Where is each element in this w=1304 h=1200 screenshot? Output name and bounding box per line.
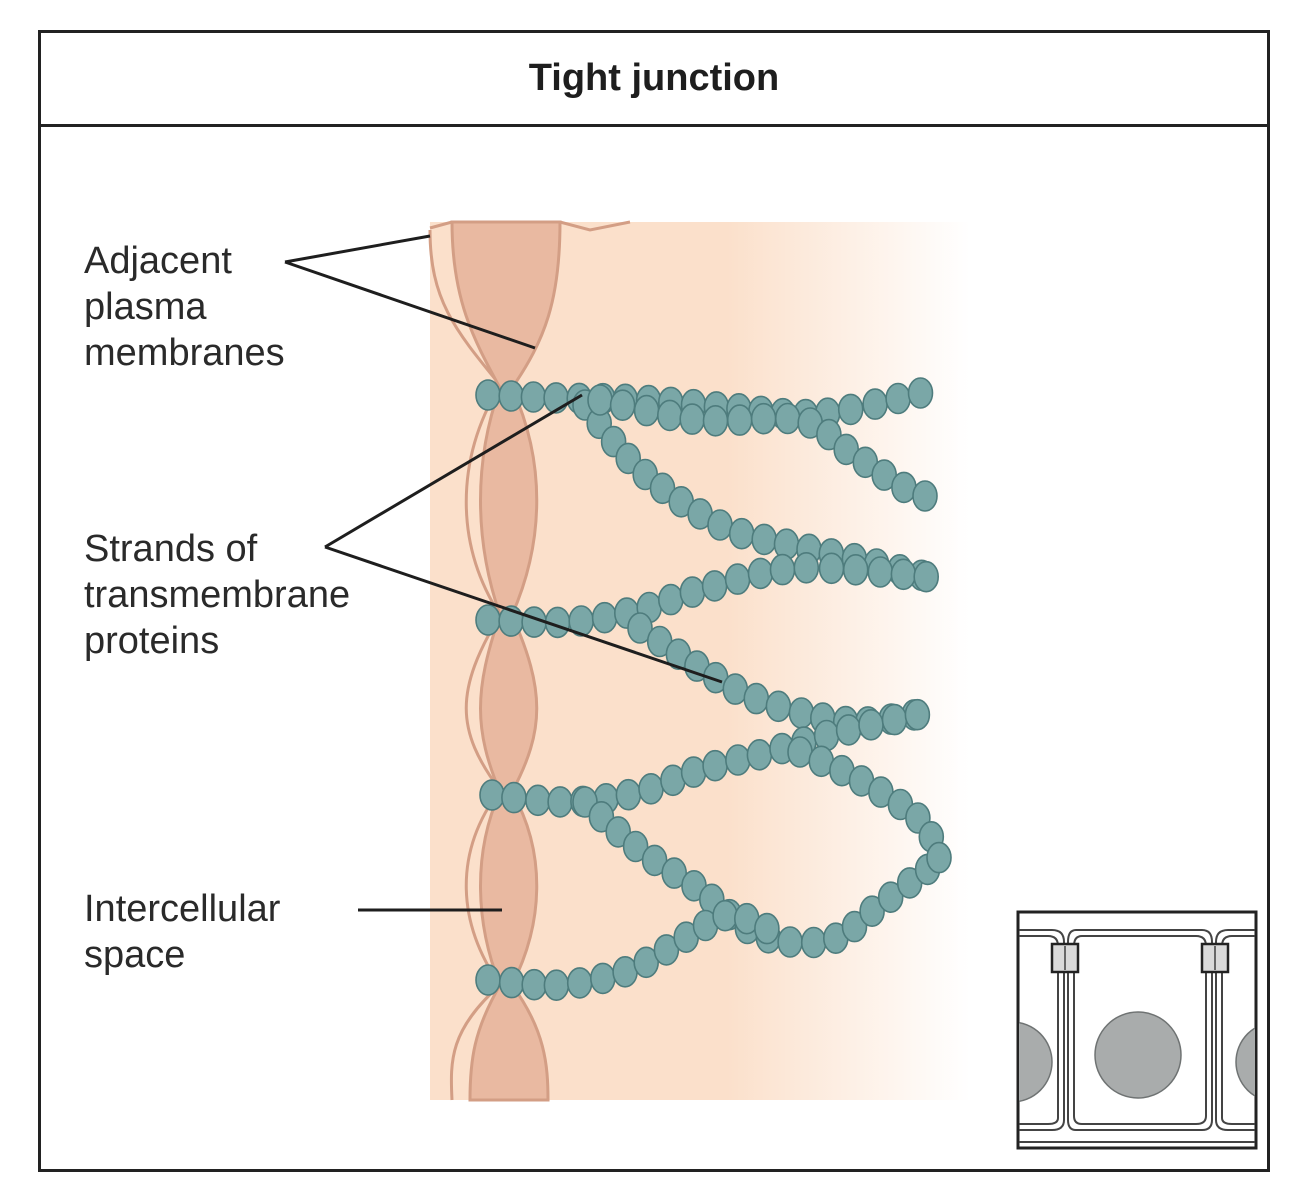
protein-bead: [615, 442, 642, 475]
protein-bead: [746, 738, 773, 771]
protein-bead: [661, 857, 688, 889]
protein-strand: [475, 551, 940, 639]
protein-bead: [653, 934, 680, 966]
protein-bead: [837, 393, 864, 426]
protein-bead: [725, 744, 751, 776]
label-line: transmembrane: [84, 574, 351, 616]
protein-bead: [589, 962, 616, 995]
protein-bead: [475, 604, 501, 636]
protein-bead: [627, 612, 653, 644]
membrane-top-edge: [429, 220, 631, 232]
protein-bead: [765, 690, 792, 723]
protein-bead: [633, 946, 660, 979]
protein-bead: [638, 772, 664, 805]
protein-bead: [609, 389, 636, 422]
protein-bead: [657, 583, 684, 616]
protein-bead: [787, 736, 813, 768]
protein-bead: [769, 553, 796, 586]
protein-bead: [858, 708, 884, 741]
title-bar: Tight junction: [41, 33, 1267, 127]
protein-bead: [750, 402, 777, 435]
label-adjacent-plasma-membranes: Adjacent plasma membranes: [84, 238, 285, 376]
protein-bead: [622, 830, 649, 863]
protein-bead: [724, 563, 751, 595]
protein-bead: [680, 756, 707, 788]
epithelial-cells-icon: [1016, 910, 1258, 1150]
protein-bead: [818, 552, 845, 585]
protein-bead: [656, 399, 683, 432]
protein-bead: [498, 966, 525, 999]
leader-lines: [284, 234, 723, 912]
label-line: Intercellular: [84, 888, 281, 930]
protein-bead: [591, 601, 618, 634]
protein-bead: [841, 910, 868, 943]
protein-bead: [747, 557, 774, 590]
protein-bead: [543, 382, 569, 414]
protein-bead: [774, 402, 801, 435]
protein-bead: [501, 781, 527, 814]
protein-bead: [743, 682, 770, 715]
protein-bead: [835, 714, 862, 746]
protein-bead: [777, 926, 803, 958]
protein-bead: [615, 778, 642, 811]
intercellular-space: [450, 220, 562, 1102]
protein-bead: [543, 969, 570, 1002]
label-line: Adjacent: [84, 240, 232, 282]
figure-title: Tight junction: [528, 57, 780, 99]
protein-bead: [521, 968, 548, 1001]
protein-bead: [475, 964, 501, 996]
protein-bead: [498, 380, 525, 412]
protein-bead: [479, 779, 505, 811]
protein-strands: [475, 370, 970, 1002]
protein-bead: [701, 570, 728, 602]
protein-bead: [800, 926, 827, 959]
protein-bead: [525, 784, 551, 817]
protein-bead: [679, 403, 706, 435]
protein-bead: [702, 749, 728, 782]
protein-bead: [751, 523, 778, 556]
protein-bead: [707, 509, 733, 541]
label-line: proteins: [84, 620, 220, 662]
label-line: space: [84, 934, 186, 976]
protein-bead: [566, 967, 593, 999]
protein-bead: [793, 551, 820, 584]
protein-bead: [754, 912, 780, 945]
protein-bead: [702, 404, 729, 437]
label-intercellular-space: Intercellular space: [84, 886, 280, 978]
protein-bead: [587, 384, 613, 416]
protein-bead: [712, 899, 738, 932]
protein-bead: [728, 517, 755, 550]
label-line: plasma: [84, 286, 207, 328]
protein-bead: [475, 379, 501, 411]
label-line: membranes: [84, 332, 285, 374]
protein-bead: [547, 786, 573, 818]
label-strands-of-transmembrane-proteins: Strands of transmembrane proteins: [84, 526, 350, 664]
protein-bead: [788, 697, 815, 729]
protein-bead: [842, 553, 869, 586]
protein-strand: [475, 899, 780, 1002]
protein-bead: [633, 394, 660, 427]
strand-fade-overlay: [880, 370, 970, 970]
protein-bead: [679, 576, 706, 608]
protein-bead: [726, 404, 753, 436]
protein-bead: [520, 381, 547, 413]
label-line: Strands of: [84, 528, 258, 570]
